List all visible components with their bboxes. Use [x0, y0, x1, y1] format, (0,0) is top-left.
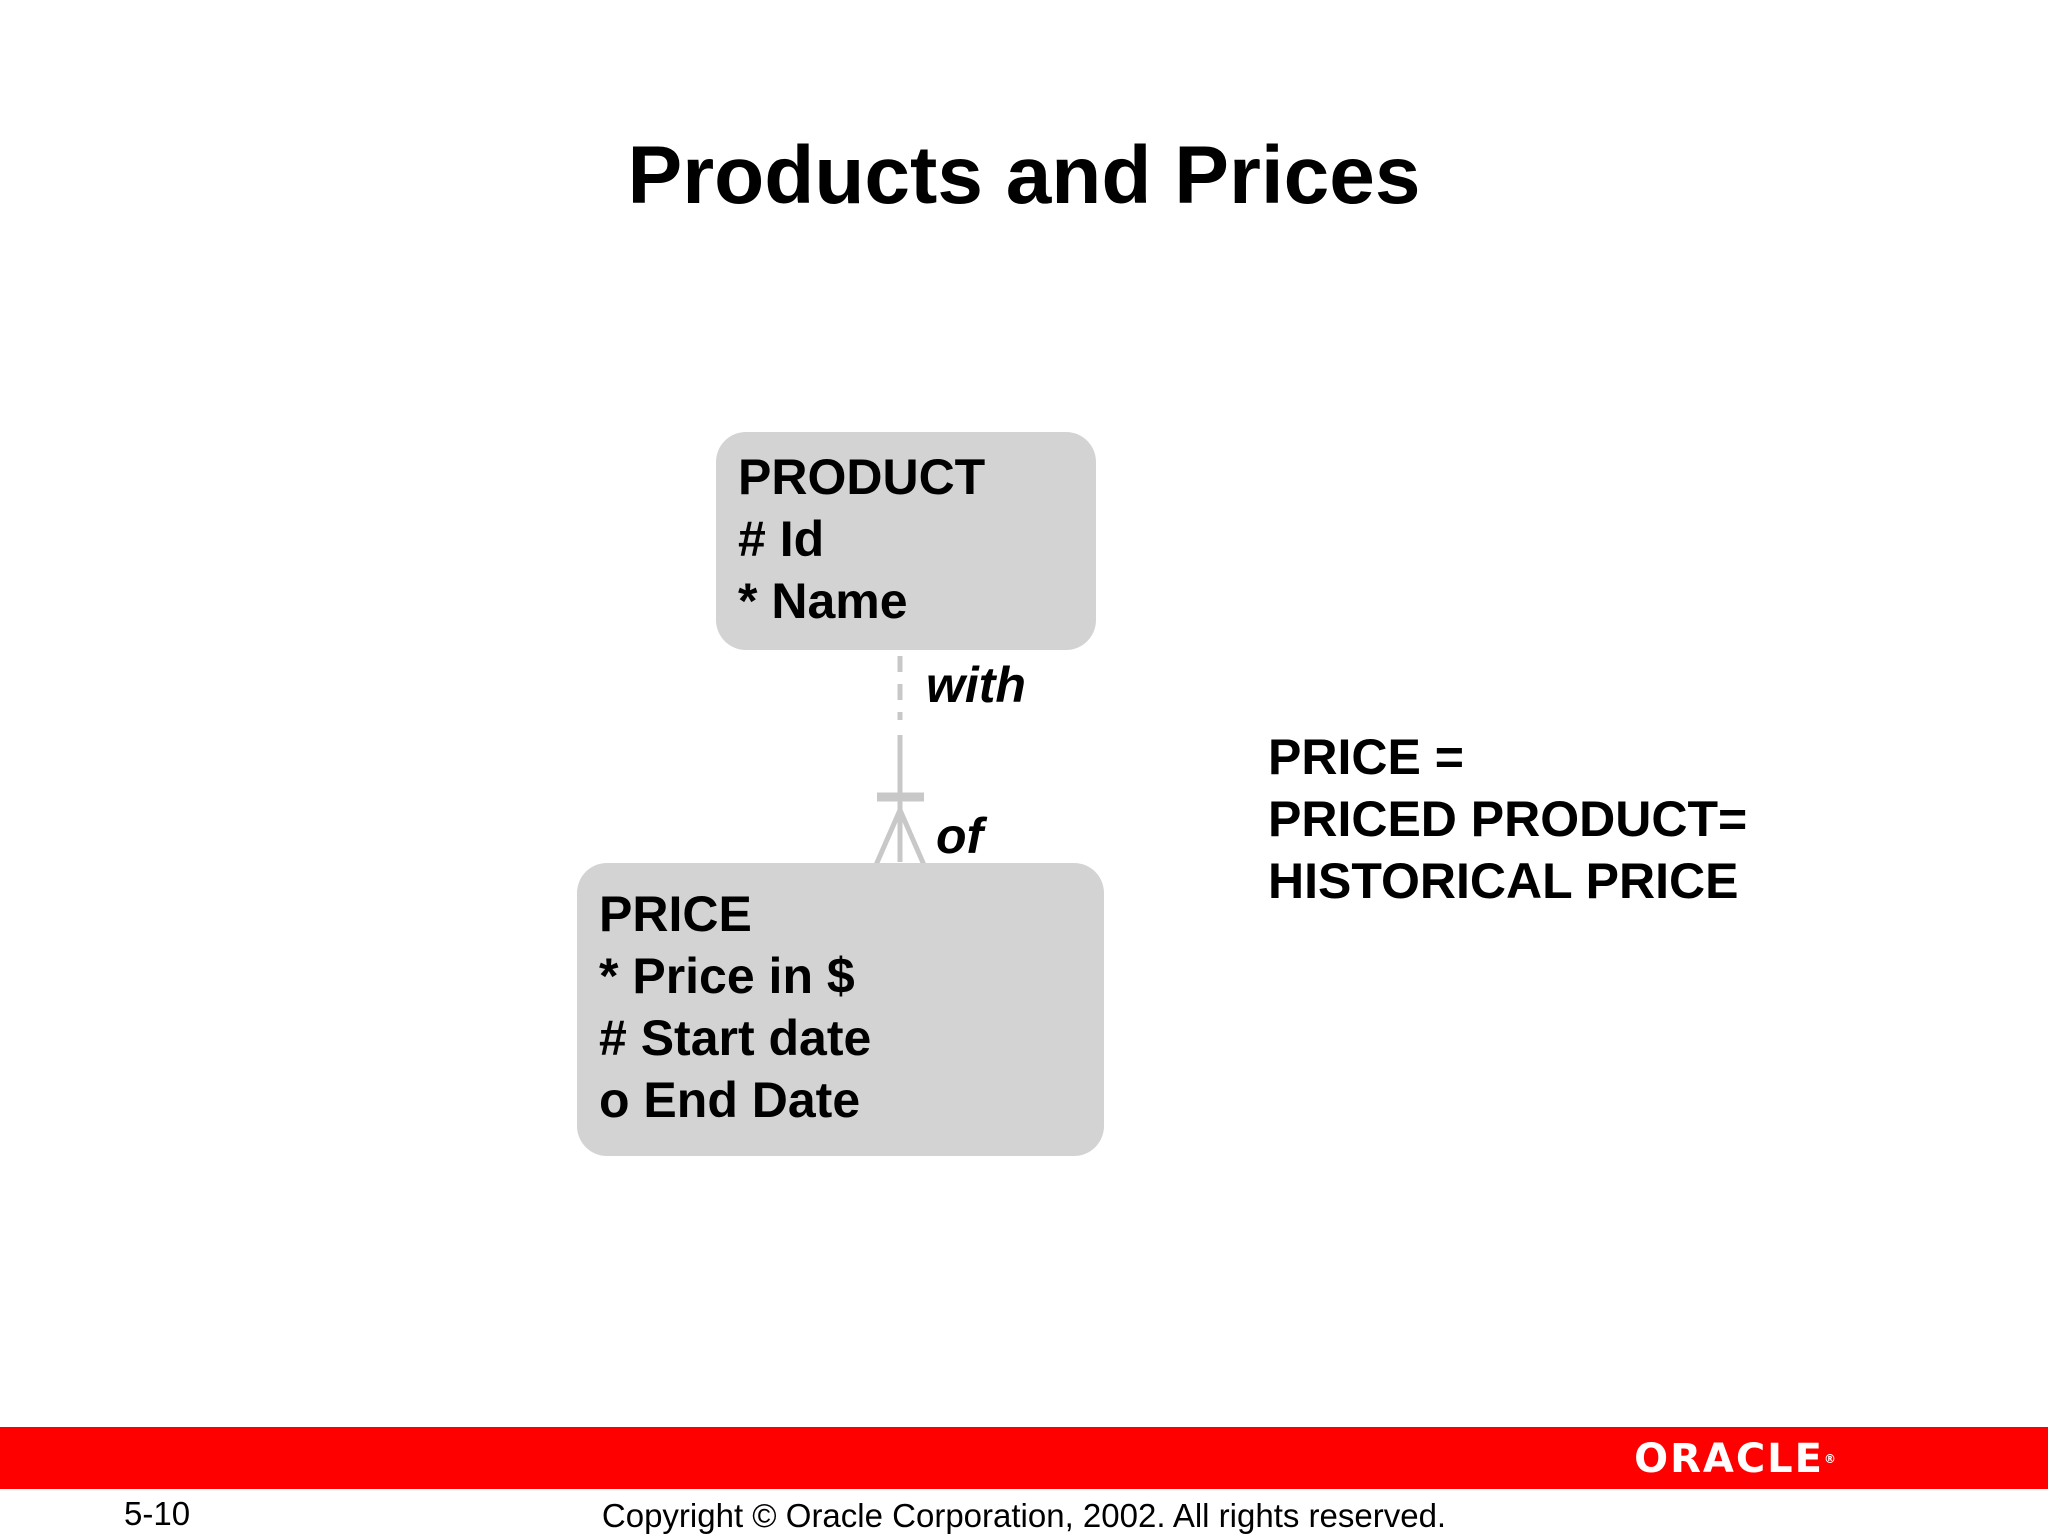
entity-product: PRODUCT # Id * Name	[716, 432, 1096, 650]
entity-price: PRICE * Price in $ # Start date o End Da…	[577, 863, 1104, 1156]
oracle-logo-registered-mark: ®	[1824, 1452, 1836, 1466]
copyright-notice: Copyright © Oracle Corporation, 2002. Al…	[601, 1497, 1447, 1534]
entity-price-attribute-price: * Price in $	[599, 948, 855, 1004]
slide-title: Products and Prices	[627, 130, 1421, 221]
entity-product-attribute-id: # Id	[738, 511, 825, 567]
synonym-line: HISTORICAL PRICE	[1268, 853, 1739, 909]
oracle-logo: ORACLE®	[1634, 1439, 1836, 1479]
page-number: 5-10	[124, 1495, 191, 1532]
synonyms-note: PRICE = PRICED PRODUCT= HISTORICAL PRICE	[1268, 726, 1747, 912]
footer-bar: ORACLE®	[0, 1427, 2048, 1489]
synonym-line: PRICE =	[1268, 729, 1464, 785]
entity-product-name: PRODUCT	[738, 449, 986, 505]
relationship-label-with: with	[926, 657, 1026, 713]
relationship-label-of: of	[936, 808, 984, 864]
relationship-line	[873, 656, 927, 866]
oracle-logo-text: ORACLE	[1634, 1436, 1824, 1482]
entity-product-attribute-name: * Name	[738, 573, 908, 629]
entity-price-name: PRICE	[599, 886, 752, 942]
relationship-crows-foot-right	[897, 809, 927, 866]
entity-price-attribute-start-date: # Start date	[599, 1010, 872, 1066]
entity-price-attribute-end-date: o End Date	[599, 1072, 861, 1128]
synonym-line: PRICED PRODUCT=	[1268, 791, 1748, 847]
relationship-crows-foot-left	[873, 809, 903, 866]
